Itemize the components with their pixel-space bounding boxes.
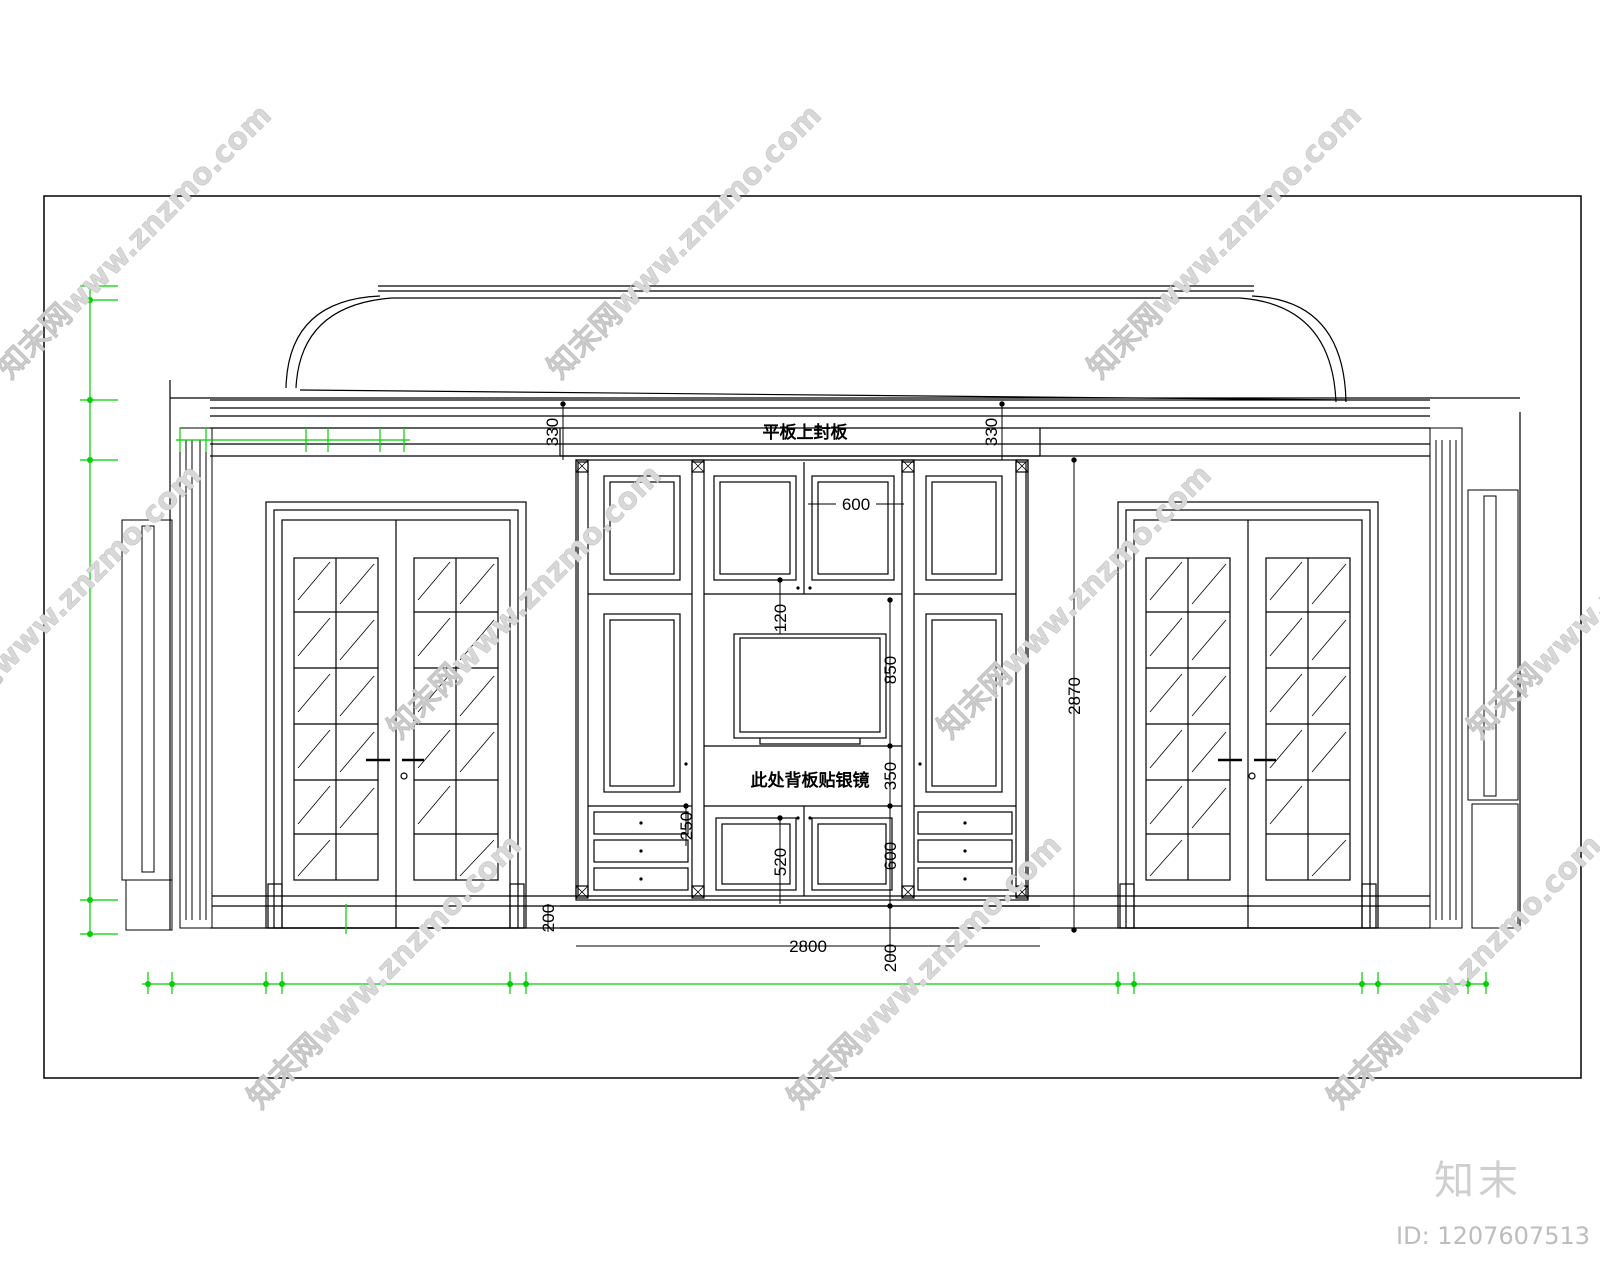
watermark-text: 知末网www.znzmo.com (1081, 98, 1369, 386)
arched-ceiling (169, 285, 1521, 930)
dim-overall-height: 2870 (1065, 677, 1084, 715)
watermark-text: 知末网www.znzmo.com (1321, 828, 1600, 1116)
green-dimension-lines (80, 285, 1487, 994)
watermark-text: 知末网www.znzmo.com (781, 828, 1069, 1116)
image-id-label: ID: 1207607513 (1396, 1222, 1590, 1250)
left-door-glass-reflections (297, 561, 495, 877)
cornice (210, 427, 1430, 457)
dim-lower-door-height: 520 (771, 848, 790, 876)
watermark-text: 知末网www.znzmo.com (0, 98, 279, 386)
watermark-text: 知末网www.znzmo.com (381, 458, 669, 746)
dim-top-right-330: 330 (982, 418, 1001, 446)
brand-logo: 知末 (1434, 1158, 1522, 1204)
baseboard (210, 895, 1430, 929)
watermark-text: 知末网www.znzmo.com (0, 458, 209, 746)
dim-overall-width: 2800 (789, 937, 827, 956)
left-pillar (121, 427, 213, 931)
right-french-door (1117, 501, 1379, 929)
drawing-frame (43, 195, 1582, 1079)
dim-tv-gap: 120 (771, 604, 790, 632)
left-french-door (265, 501, 527, 929)
green-dimension-ticks (87, 283, 1489, 987)
watermark-text: 知末网www.znzmo.com (1461, 458, 1600, 746)
dim-base-height: 200 (881, 944, 900, 972)
black-dimension-lines (547, 401, 1077, 960)
dim-cabinet-base-left: 250 (677, 812, 696, 840)
note-back-panel: 此处背板贴银镜 (751, 770, 870, 790)
dim-below-tv: 350 (881, 762, 900, 790)
right-door-glass-reflections (1149, 561, 1347, 877)
dim-lower-cabinet-height: 600 (881, 842, 900, 870)
dim-top-left-330: 330 (543, 418, 562, 446)
watermarks: 知末网www.znzmo.com 知末网www.znzmo.com 知末网www… (0, 98, 1600, 1116)
dim-upper-door-width: 600 (842, 495, 870, 514)
tv-cabinet (560, 459, 1040, 929)
cabinet-knobs (639, 586, 967, 881)
watermark-text: 知末网www.znzmo.com (241, 828, 529, 1116)
watermark-text: 知末网www.znzmo.com (541, 98, 829, 386)
dim-plinth-left: 200 (539, 904, 558, 932)
right-pillar (1429, 427, 1519, 929)
dim-tv-height: 850 (881, 656, 900, 684)
cabinet-post-crosses (575, 459, 1029, 899)
note-top-panel: 平板上封板 (763, 422, 849, 442)
